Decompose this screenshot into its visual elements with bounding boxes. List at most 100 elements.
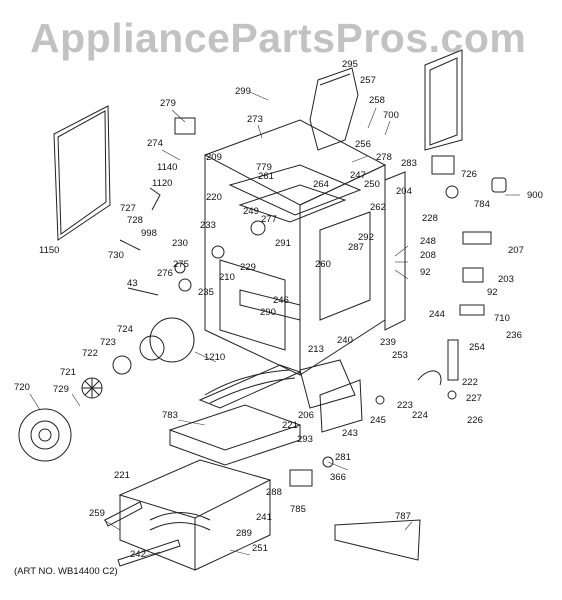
callout-label: 220	[206, 192, 222, 203]
callout-label: 246	[273, 295, 289, 306]
callout-label: 228	[422, 213, 438, 224]
callout-label: 293	[297, 434, 313, 445]
callout-label: 723	[100, 337, 116, 348]
callout-label: 726	[461, 169, 477, 180]
callout-label: 290	[260, 307, 276, 318]
callout-label: 254	[469, 342, 485, 353]
callout-label: 728	[127, 215, 143, 226]
top-vent-duct	[309, 67, 359, 151]
callout-label: 273	[247, 114, 263, 125]
callout-label: 1210	[204, 352, 225, 363]
callout-label: 900	[527, 190, 543, 201]
callout-label: 264	[313, 179, 329, 190]
callout-label: 204	[396, 186, 412, 197]
drawer-liner	[334, 519, 421, 561]
callout-label: 249	[243, 206, 259, 217]
small-components	[104, 117, 507, 567]
fan-baffle	[112, 317, 195, 375]
callout-label: 43	[127, 278, 138, 289]
callout-label: 242	[130, 549, 146, 560]
callout-label: 245	[370, 415, 386, 426]
callout-label: 221	[282, 420, 298, 431]
callout-label: 250	[364, 179, 380, 190]
callout-label: 261	[258, 171, 274, 182]
callout-labels: 295 299 257 258 700 279 273 256 274 278 …	[14, 59, 543, 560]
callout-label: 722	[82, 348, 98, 359]
callout-label: 720	[14, 382, 30, 393]
callout-label: 206	[298, 410, 314, 421]
callout-label: 208	[420, 250, 436, 261]
art-number: (ART NO. WB14400 C2)	[14, 566, 118, 577]
callout-label: 243	[342, 428, 358, 439]
callout-label: 295	[342, 59, 358, 70]
callout-label: 224	[412, 410, 428, 421]
callout-label: 784	[474, 199, 490, 210]
callout-label: 258	[369, 95, 385, 106]
callout-label: 721	[60, 367, 76, 378]
callout-label: 366	[330, 472, 346, 483]
callout-label: 785	[290, 504, 306, 515]
callout-label: 241	[256, 512, 272, 523]
callout-label: 724	[117, 324, 133, 335]
side-panel-right	[384, 171, 406, 331]
callout-label: 275	[173, 259, 189, 270]
callout-label: 230	[172, 238, 188, 249]
callout-label: 787	[395, 511, 411, 522]
callout-label: 292	[358, 232, 374, 243]
callout-label: 226	[467, 415, 483, 426]
callout-label: 203	[498, 274, 514, 285]
callout-label: 730	[108, 250, 124, 261]
callout-label: 244	[429, 309, 445, 320]
watermark: AppliancePartsPros.com	[30, 15, 526, 61]
callout-label: 289	[236, 528, 252, 539]
callout-label: 210	[219, 272, 235, 283]
callout-label: 92	[487, 287, 498, 298]
callout-label: 236	[506, 330, 522, 341]
callout-label: 729	[53, 384, 69, 395]
callout-label: 223	[397, 400, 413, 411]
callout-label: 1120	[152, 178, 172, 189]
callout-label: 283	[401, 158, 417, 169]
callout-label: 287	[348, 242, 364, 253]
callout-label: 259	[89, 508, 105, 519]
callout-label: 291	[275, 238, 291, 249]
door-gasket	[53, 105, 111, 241]
broil-element	[198, 364, 302, 409]
callout-label: 278	[376, 152, 392, 163]
callout-label: 279	[160, 98, 176, 109]
callout-label: 998	[141, 228, 157, 239]
callout-label: 248	[420, 236, 436, 247]
callout-label: 262	[370, 202, 386, 213]
callout-label: 222	[462, 377, 478, 388]
callout-label: 260	[315, 259, 331, 270]
callout-label: 277	[261, 214, 277, 225]
callout-label: 727	[120, 203, 136, 214]
oven-bottom-panel	[168, 404, 302, 466]
callout-label: 213	[308, 344, 324, 355]
callout-label: 257	[360, 75, 376, 86]
callout-label: 227	[466, 393, 482, 404]
callout-label: 207	[508, 245, 524, 256]
callout-label: 240	[337, 335, 353, 346]
rear-panel	[424, 49, 463, 151]
callout-label: 783	[162, 410, 178, 421]
callout-label: 247	[350, 170, 366, 181]
callout-label: 92	[420, 267, 431, 278]
callout-label: 288	[266, 487, 282, 498]
callout-label: 209	[206, 152, 222, 163]
convection-fan-cover	[18, 408, 72, 462]
callout-label: 221	[114, 470, 130, 481]
callout-label: 253	[392, 350, 408, 361]
callout-label: 299	[235, 86, 251, 97]
leader-lines	[29, 91, 520, 557]
callout-label: 256	[355, 139, 371, 150]
convection-fan	[81, 377, 103, 399]
callout-label: 251	[252, 543, 268, 554]
callout-label: 235	[198, 287, 214, 298]
drawer-body	[118, 459, 272, 571]
callout-label: 281	[335, 452, 351, 463]
callout-label: 710	[494, 313, 510, 324]
callout-label: 274	[147, 138, 163, 149]
callout-label: 700	[383, 110, 399, 121]
